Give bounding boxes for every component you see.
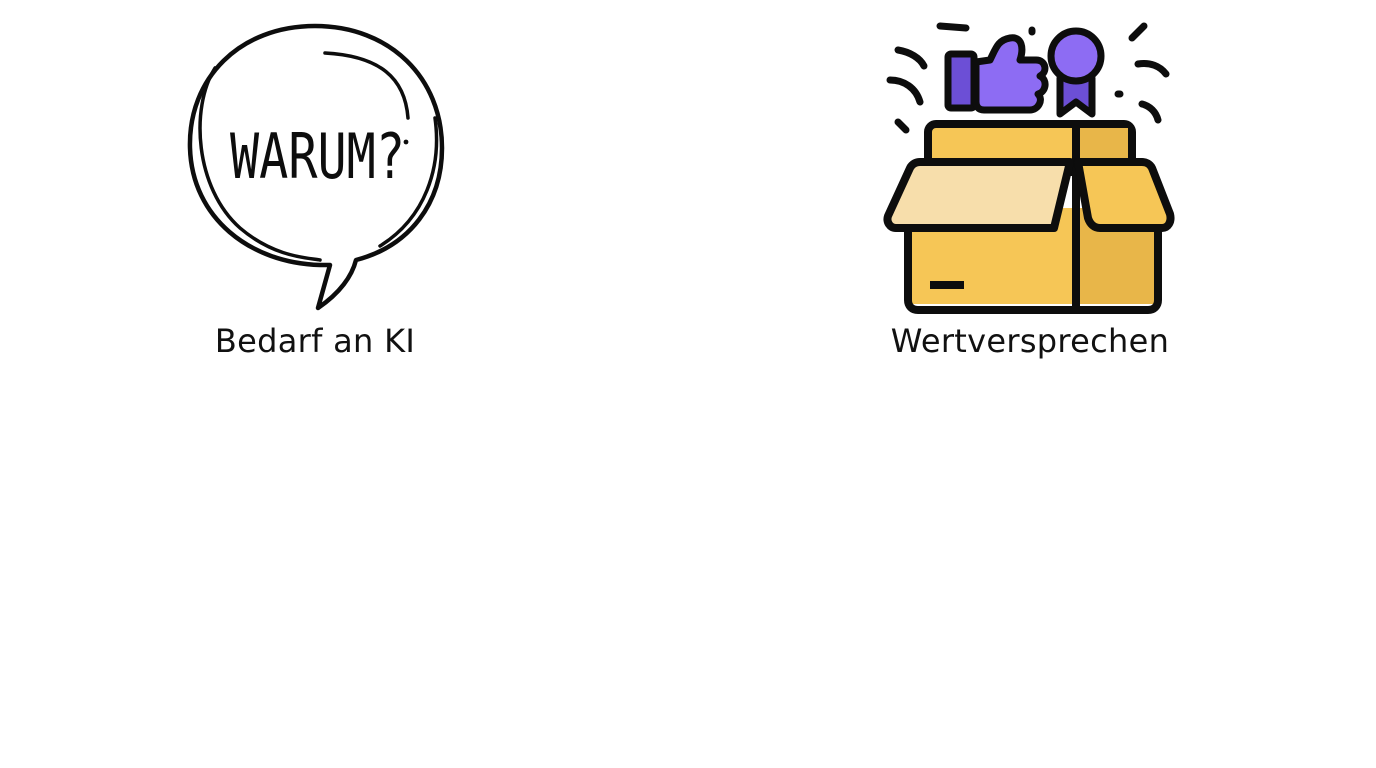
value-label: Wertversprechen bbox=[890, 322, 1170, 360]
speech-bubble-icon: WARUM? bbox=[180, 18, 450, 318]
award-ribbon-icon bbox=[1047, 27, 1105, 118]
open-box-icon bbox=[880, 18, 1180, 318]
need-label: Bedarf an KI bbox=[214, 322, 416, 360]
thumbs-up-icon bbox=[944, 34, 1049, 114]
bubble-text: WARUM? bbox=[230, 120, 405, 193]
